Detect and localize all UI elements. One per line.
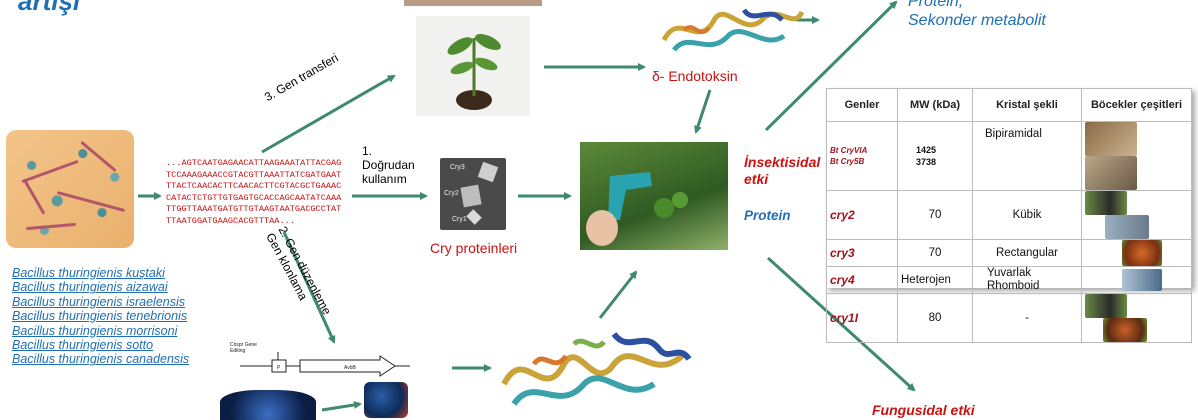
label-line: kullanım [362,172,407,186]
species-item[interactable]: Bacillus thuringienis sotto [12,338,154,353]
species-item[interactable]: Bacillus thuringienis aizawai [12,280,168,295]
mw-cell: 70 [897,190,973,240]
protein-blob-image [364,382,408,418]
crispr-label-1: Crispr Gene [230,342,257,348]
gene-cell: cry1I [826,293,898,343]
gene-cell: cry3 [826,239,898,267]
gene-name: cry2 [830,208,855,222]
gene-name: cry1I [830,311,859,325]
shape-cell: Rectangular [972,239,1082,267]
protein-label: Protein [744,208,791,223]
header-genes: Genler [826,88,898,122]
genes-table: Genler MW (kDa) Kristal şekli Böcekler ç… [826,88,1192,343]
cry2-label: Cry2 [444,190,459,197]
shape-value: Rhomboid [987,280,1040,292]
sprayer-icon [586,172,688,246]
header-insects: Böcekler çeşitleri [1081,88,1192,122]
gene-name: cry4 [830,273,855,287]
fungicidal-effect-label: Fungusidal etki [872,402,975,418]
step-number: 1. [362,144,373,158]
insect-cell [1081,266,1192,294]
dna-sequence: ...AGTCAATGAGAACATTAAGAAATATTACGAGTCCAAA… [166,158,342,226]
insect-photo [1085,156,1137,190]
arrow-gene-editing [282,231,336,344]
species-item[interactable]: Bacillus thuringienis tenebrionis [12,309,188,324]
mw-cell: 70 [897,239,973,267]
cry-protein-micrograph: Cry3 Cry2 Cry1 [440,158,506,230]
endotoxin-label: δ- Endotoksin [652,68,738,84]
header-crystal-shape: Kristal şekli [972,88,1082,122]
insect-cell [1081,190,1192,240]
crispr-label-2: Editing [230,348,246,354]
mw-cell: Heterojen [897,266,973,294]
gene-cell: cry2 [826,190,898,240]
shape-cell: Kübik [972,190,1082,240]
label-line: Doğrudan [362,158,415,172]
seedling-icon [447,33,501,110]
arrow-to-metabolite [764,0,898,132]
table-row: cry1I 80 - [826,293,1192,343]
arrow-gene-transfer [261,74,396,154]
bottom-protein-structure [501,331,692,406]
crispr-diagram: Crispr Gene Editing P AvbB [230,342,410,377]
endotoxin-structure-image [661,8,804,52]
insect-photo [1085,122,1137,156]
shape-cell: - [972,293,1082,343]
species-item[interactable]: Bacillus thuringienis morrisoni [12,323,178,338]
insect-photo [1085,191,1127,215]
gene-cell: Bt CryVIA Bt Cry5B [826,121,898,191]
insect-photo [1105,215,1149,239]
gene-label: AvbB [344,365,357,371]
label-line: İnsektisidal [744,154,821,170]
gene-name: cry3 [830,246,855,260]
header-mw: MW (kDa) [897,88,973,122]
insect-cell [1081,293,1192,343]
mw-cell: 1425 3738 [897,121,973,191]
label-line: etki [744,171,769,187]
label-line: Sekonder metabolit [908,12,1046,29]
cry-proteins-label: Cry proteinleri [430,240,518,256]
insecticidal-effect-label: İnsektisidal etki [744,154,820,188]
insect-photo [1085,294,1127,318]
table-row: Bt CryVIA Bt Cry5B 1425 3738 Bipiramidal [826,121,1192,191]
promoter-label: P [277,365,281,371]
tomato-seedling-image [416,16,530,116]
arrow-structure-to-spray [598,270,638,319]
shape-cell: Yuvarlak Rhomboid [972,266,1082,294]
shape-cell: Bipiramidal [972,121,1082,191]
top-image-strip [404,0,542,6]
table-row: cry2 70 Kübik [826,190,1192,240]
species-item[interactable]: Bacillus thuringienis canadensis [12,352,190,367]
species-list: Bacillus thuringienis kuştaki Bacillus t… [12,266,189,367]
cry3-label: Cry3 [450,164,465,171]
table-row: cry4 Heterojen Yuvarlak Rhomboid [826,266,1192,294]
species-item[interactable]: Bacillus thuringienis kuştaki [12,266,165,280]
label-line: Protein, [908,0,964,10]
shape-value: Yuvarlak [987,267,1032,279]
insect-cell [1081,121,1192,191]
insect-photo [1122,240,1162,266]
table-row: cry3 70 Rectangular [826,239,1192,267]
mw-value: 3738 [916,157,937,167]
arrow-endotoxin-to-spray [694,89,712,134]
title-fragment: artışı [18,0,81,16]
table-header-row: Genler MW (kDa) Kristal şekli Böcekler ç… [826,88,1192,122]
cry1-label: Cry1 [452,216,467,223]
species-item[interactable]: Bacillus thuringienis israelensis [12,294,185,309]
cry-genes-table: Genler MW (kDa) Kristal şekli Böcekler ç… [826,88,1192,343]
protein-secondary-metabolite-label: Protein, Sekonder metabolit [908,0,1046,30]
gene-name: Bt Cry5B [830,157,865,166]
insect-photo [1122,269,1162,291]
arrow-to-molecule [321,400,362,412]
gene-cell: cry4 [826,266,898,294]
mw-cell: 80 [897,293,973,343]
protein-surface-model [220,390,316,420]
spraying-plant-image [580,142,728,250]
bacteria-microscope-image [6,130,134,248]
gene-name: Bt CryVIA [830,146,868,155]
insect-photo [1103,318,1147,342]
insect-cell [1081,239,1192,267]
mw-value: 1425 [916,145,937,155]
direct-use-label: 1. Doğrudan kullanım [362,144,415,186]
